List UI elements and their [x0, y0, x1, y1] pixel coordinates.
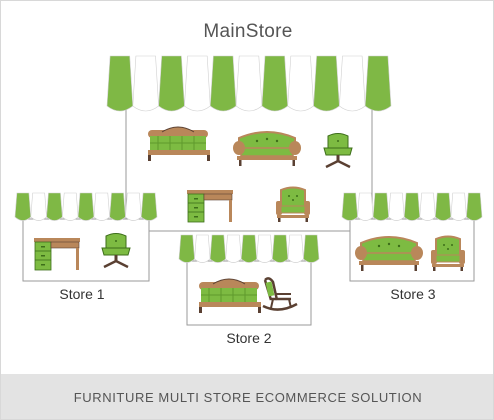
awning-stripe	[256, 234, 273, 263]
awning-stripe	[313, 55, 340, 112]
armchair-icon	[275, 186, 311, 223]
awning-stripe	[140, 192, 158, 221]
store-3	[341, 192, 483, 282]
store-1-label: Store 1	[59, 286, 105, 302]
awning-stripe	[466, 192, 483, 221]
awning-stripe	[62, 192, 79, 221]
awning-stripe	[372, 192, 389, 221]
awning-stripe	[419, 192, 436, 221]
awning-stripe	[132, 55, 159, 112]
store-1-awning	[14, 192, 158, 221]
awning-stripe	[158, 55, 185, 112]
awning-stripe	[341, 192, 358, 221]
main-store	[106, 55, 392, 232]
awning-stripe	[125, 192, 142, 221]
awning-stripe	[303, 234, 320, 263]
awning-stripe	[435, 192, 452, 221]
main-store-awning	[106, 55, 392, 112]
awning-stripe	[209, 234, 226, 263]
footer-banner: FURNITURE MULTI STORE ECOMMERCE SOLUTION	[1, 374, 493, 419]
awning-stripe	[403, 192, 421, 221]
awning-stripe	[106, 55, 134, 112]
awning-stripe	[184, 55, 211, 112]
awning-stripe	[109, 192, 126, 221]
awning-stripe	[194, 234, 211, 263]
awning-stripe	[235, 55, 263, 112]
awning-stripe	[30, 192, 47, 221]
store-2	[178, 234, 320, 326]
awning-stripe	[178, 234, 195, 263]
awning-stripe	[357, 192, 374, 221]
awning-stripe	[209, 55, 237, 112]
awning-stripe	[46, 192, 63, 221]
awning-stripe	[339, 55, 366, 112]
store-3-label: Store 3	[390, 286, 436, 302]
awning-stripe	[225, 234, 242, 263]
awning-stripe	[287, 234, 304, 263]
awning-stripe	[240, 234, 258, 263]
awning-stripe	[93, 192, 110, 221]
awning-stripe	[450, 192, 467, 221]
awning-stripe	[261, 55, 289, 112]
page-title: MainStore	[203, 21, 293, 42]
awning-stripe	[272, 234, 289, 263]
awning-stripe	[388, 192, 405, 221]
store-2-awning	[178, 234, 320, 263]
awning-stripe	[364, 55, 392, 112]
store-1	[14, 192, 158, 282]
store-3-awning	[341, 192, 483, 221]
armchair-icon	[430, 235, 466, 272]
main-store-box	[125, 104, 373, 232]
awning-stripe	[77, 192, 95, 221]
store-2-label: Store 2	[226, 330, 272, 346]
awning-stripe	[14, 192, 32, 221]
awning-stripe	[287, 55, 314, 112]
